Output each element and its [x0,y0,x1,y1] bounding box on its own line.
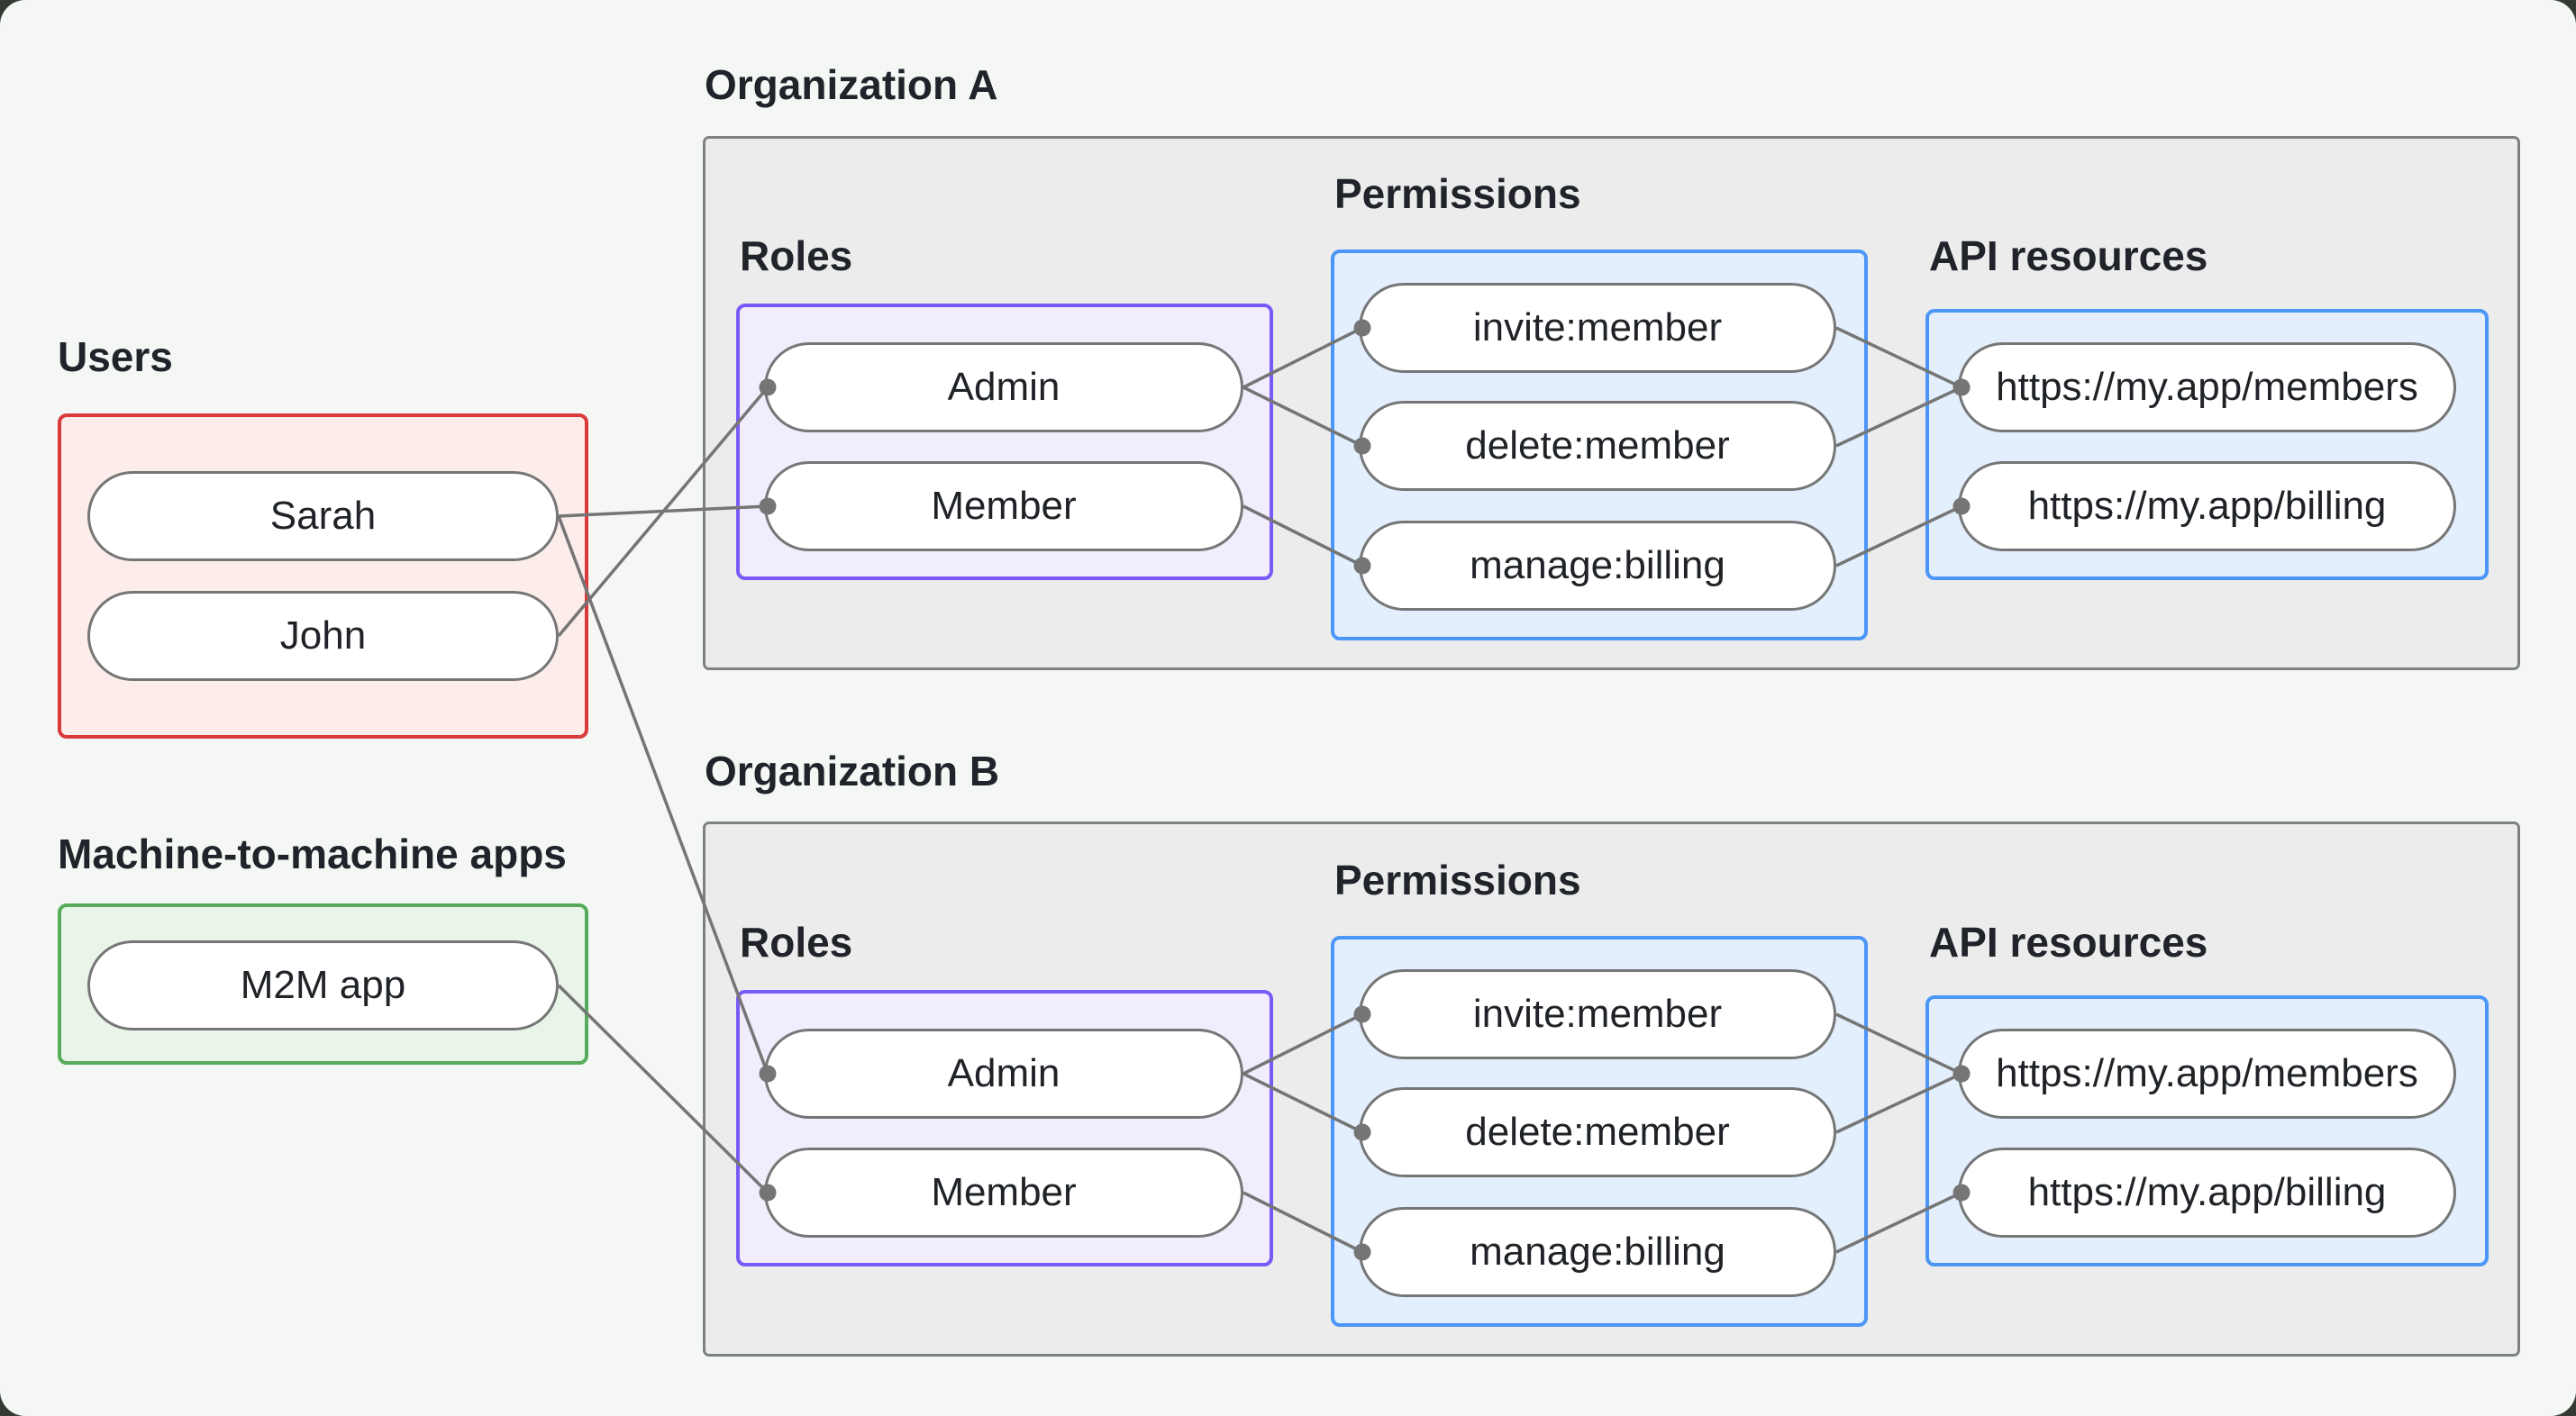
org-b-api-resources-label: API resources [1929,919,2208,966]
org-b-permissions-label: Permissions [1334,857,1581,903]
users-group-label: Users [58,333,173,380]
node-org-a-api-members: https://my.app/members [1958,342,2456,432]
node-org-b-perm-invite: invite:member [1359,969,1836,1059]
node-user-sarah: Sarah [87,471,559,561]
node-org-a-perm-invite: invite:member [1359,283,1836,373]
node-org-b-perm-delete: delete:member [1359,1087,1836,1177]
node-org-b-api-billing: https://my.app/billing [1958,1148,2456,1238]
node-user-john: John [87,591,559,681]
node-org-b-role-member: Member [764,1148,1243,1238]
org-b-label: Organization B [705,748,1000,794]
org-a-api-resources-label: API resources [1929,232,2208,279]
node-org-b-role-admin: Admin [764,1029,1243,1119]
node-org-a-api-billing: https://my.app/billing [1958,461,2456,551]
node-org-a-perm-delete: delete:member [1359,401,1836,491]
org-a-roles-label: Roles [740,232,853,279]
org-b-roles-label: Roles [740,919,853,966]
node-org-b-perm-manage: manage:billing [1359,1207,1836,1297]
m2m-group-label: Machine-to-machine apps [58,831,567,877]
org-a-label: Organization A [705,61,998,108]
node-org-a-perm-manage: manage:billing [1359,521,1836,611]
node-org-a-role-admin: Admin [764,342,1243,432]
org-a-permissions-label: Permissions [1334,170,1581,217]
users-group-box [58,413,588,739]
node-m2m-app: M2M app [87,940,559,1030]
node-org-a-role-member: Member [764,461,1243,551]
node-org-b-api-members: https://my.app/members [1958,1029,2456,1119]
